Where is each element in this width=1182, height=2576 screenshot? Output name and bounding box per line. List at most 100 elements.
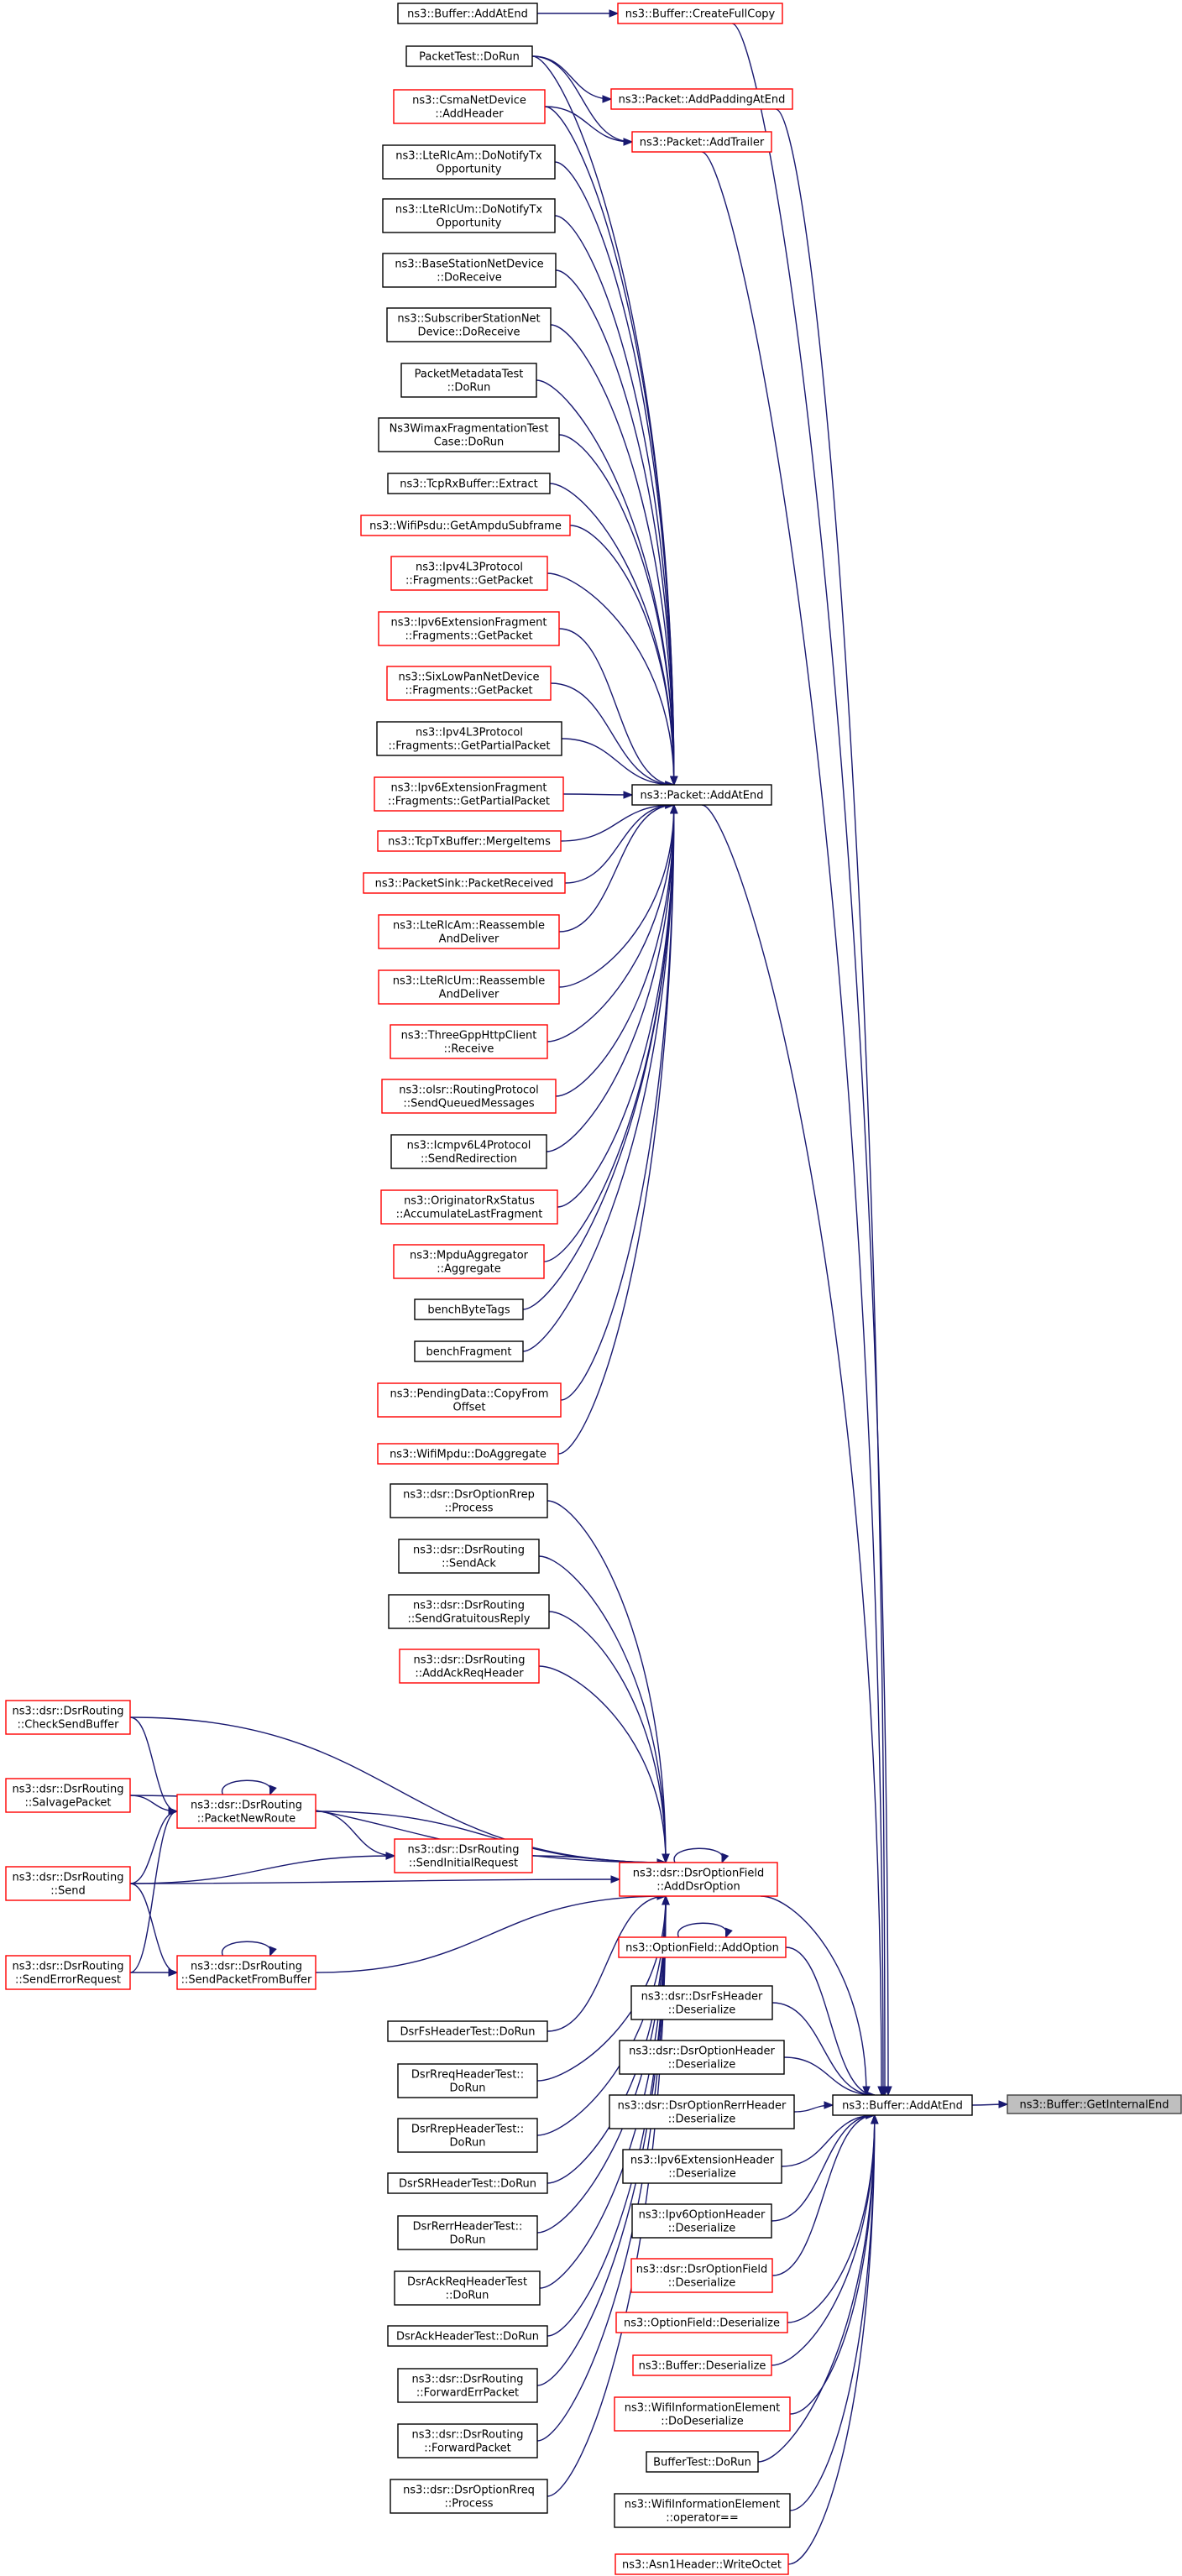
edge-lterlcum_reassemble-to-pkt_addatend <box>558 803 678 988</box>
node-ipv4l3-getpartial[interactable]: ns3::Ipv4L3Protocol::Fragments::GetParti… <box>376 721 562 756</box>
edge-arrowhead <box>725 1927 733 1939</box>
node-wifimpdu-doaggregate[interactable]: ns3::WifiMpdu::DoAggregate <box>377 1443 559 1465</box>
edge-line <box>557 804 675 1455</box>
node-dsrrouting-packetnewroute[interactable]: ns3::dsr::DsrRouting::PacketNewRoute <box>176 1794 316 1829</box>
node-buffer-deserialize[interactable]: ns3::Buffer::Deserialize <box>632 2354 772 2376</box>
node-optionfield-deserialize[interactable]: ns3::OptionField::Deserialize <box>615 2312 788 2333</box>
node-dsrrouting-sendack[interactable]: ns3::dsr::DsrRouting::SendAck <box>398 1539 540 1574</box>
node-l-buf-addatend[interactable]: ns3::Buffer::AddAtEnd <box>832 2094 973 2116</box>
node-threegpphttpclient-receive[interactable]: ns3::ThreeGppHttpClient::Receive <box>390 1024 548 1059</box>
node-ipv6extfrag-getpacket[interactable]: ns3::Ipv6ExtensionFragment::Fragments::G… <box>378 611 560 646</box>
node-label: ::Deserialize <box>668 2059 736 2072</box>
node-dsrrouting-send[interactable]: ns3::dsr::DsrRouting::Send <box>5 1866 131 1901</box>
edge-line <box>555 269 675 786</box>
node-buf-addatend[interactable]: ns3::Buffer::AddAtEnd <box>397 3 538 24</box>
edge-line <box>789 2114 876 2511</box>
node-packetmetadatatest[interactable]: PacketMetadataTest::DoRun <box>400 363 537 398</box>
edge-ssnetdevice_doreceive-to-pkt_addatend <box>550 324 678 786</box>
node-ipv6extensionheader-deserialize[interactable]: ns3::Ipv6ExtensionHeader::Deserialize <box>622 2149 782 2184</box>
node-buffertest-dorun[interactable]: BufferTest::DoRun <box>646 2451 759 2473</box>
node-originatorrx-accumulate[interactable]: ns3::OriginatorRxStatus::AccumulateLastF… <box>380 1189 558 1225</box>
node-dsrrerrheadertest[interactable]: DsrRerrHeaderTest::DoRun <box>397 2215 538 2250</box>
node-getinternalend[interactable]: ns3::Buffer::GetInternalEnd <box>1007 2094 1182 2114</box>
edge-wifiinfo_operatoreq-to-l_buf_addatend <box>789 2114 879 2511</box>
node-wifiinfo-operatoreq[interactable]: ns3::WifiInformationElement::operator== <box>614 2493 791 2528</box>
node-packetsink-received[interactable]: ns3::PacketSink::PacketReceived <box>363 872 566 894</box>
node-label: BufferTest::DoRun <box>653 2457 751 2469</box>
node-box <box>176 1794 316 1829</box>
node-dsrrouting-checksendbuffer[interactable]: ns3::dsr::DsrRouting::CheckSendBuffer <box>5 1700 131 1735</box>
node-dsrrouting-sendinitialrequest[interactable]: ns3::dsr::DsrRouting::SendInitialRequest <box>394 1838 533 1873</box>
edge-line <box>787 2114 876 2565</box>
node-dsrrouting-sendgratuitous[interactable]: ns3::dsr::DsrRouting::SendGratuitousRepl… <box>388 1594 550 1629</box>
node-bsnetdevice-doreceive[interactable]: ns3::BaseStationNetDevice::DoReceive <box>382 253 557 288</box>
node-packettest-dorun[interactable]: PacketTest::DoRun <box>405 45 533 67</box>
node-icmpv6l4-sendredirection[interactable]: ns3::Icmpv6L4Protocol::SendRedirection <box>390 1134 547 1169</box>
node-dsrsrheadertest[interactable]: DsrSRHeaderTest::DoRun <box>387 2172 548 2194</box>
node-dsrfsheadertest[interactable]: DsrFsHeaderTest::DoRun <box>387 2020 548 2042</box>
node-ipv6optionheader-deserialize[interactable]: ns3::Ipv6OptionHeader::Deserialize <box>631 2203 772 2239</box>
node-ssnetdevice-doreceive[interactable]: ns3::SubscriberStationNetDevice::DoRecei… <box>386 307 552 342</box>
edge-line <box>787 2114 876 2323</box>
node-pkt-addpadding[interactable]: ns3::Packet::AddPaddingAtEnd <box>610 88 793 110</box>
node-wifiinfo-dodeserialize[interactable]: ns3::WifiInformationElement::DoDeseriali… <box>614 2396 791 2432</box>
node-dsrrouting-senderrorrequest[interactable]: ns3::dsr::DsrRouting::SendErrorRequest <box>5 1955 131 1990</box>
node-dsr-adddsroption[interactable]: ns3::dsr::DsrOptionField::AddDsrOption <box>619 1862 778 1897</box>
node-dsrrreqheadertest[interactable]: DsrRreqHeaderTest::DoRun <box>397 2063 538 2098</box>
node-dsroptionheader-deserialize[interactable]: ns3::dsr::DsrOptionHeader::Deserialize <box>619 2040 785 2075</box>
node-dsrrrepheadertest[interactable]: DsrRrepHeaderTest::DoRun <box>397 2118 538 2153</box>
node-ipv4l3-getpacket[interactable]: ns3::Ipv4L3Protocol::Fragments::GetPacke… <box>390 556 548 591</box>
edge-line <box>536 1895 667 2386</box>
node-label: ::Deserialize <box>668 2004 736 2017</box>
node-dsrrouting-salvagepacket[interactable]: ns3::dsr::DsrRouting::SalvagePacket <box>5 1778 131 1813</box>
node-box <box>5 1955 131 1990</box>
node-box <box>614 2396 791 2432</box>
node-dsrrouting-addackreq[interactable]: ns3::dsr::DsrRouting::AddAckReqHeader <box>399 1649 540 1684</box>
node-benchbytetags[interactable]: benchByteTags <box>414 1298 524 1320</box>
node-label: ns3::Buffer::GetInternalEnd <box>1019 2099 1169 2112</box>
node-tcptxbuffer-mergeitems[interactable]: ns3::TcpTxBuffer::MergeItems <box>377 830 562 852</box>
node-sixlowpan-getpacket[interactable]: ns3::SixLowPanNetDevice::Fragments::GetP… <box>386 666 552 701</box>
node-box <box>377 1443 559 1465</box>
node-pkt-addatend[interactable]: ns3::Packet::AddAtEnd <box>631 784 772 806</box>
node-label: ns3::dsr::DsrOptionHeader <box>629 2046 775 2058</box>
edge-dsrrouting_checksendbuffer-to-dsrrouting_packetnewroute <box>129 1716 179 1816</box>
edge-arrowhead <box>662 1853 670 1864</box>
node-optionfield-addoption[interactable]: ns3::OptionField::AddOption <box>618 1936 787 1958</box>
node-dsrfsheader-deserialize[interactable]: ns3::dsr::DsrFsHeader::Deserialize <box>630 1985 773 2020</box>
node-dsrackreqheadertest[interactable]: DsrAckReqHeaderTest::DoRun <box>394 2270 541 2306</box>
node-createfullcopy[interactable]: ns3::Buffer::CreateFullCopy <box>617 3 783 24</box>
node-dsroptionrreq-process[interactable]: ns3::dsr::DsrOptionRreq::Process <box>390 2479 548 2514</box>
node-dsrrouting-forwarderr[interactable]: ns3::dsr::DsrRouting::ForwardErrPacket <box>397 2368 538 2403</box>
node-pkt-addtrailer[interactable]: ns3::Packet::AddTrailer <box>631 131 772 153</box>
node-mpduaggregator-aggregate[interactable]: ns3::MpduAggregator::Aggregate <box>393 1244 545 1279</box>
node-dsroptionfield-deserialize[interactable]: ns3::dsr::DsrOptionField::Deserialize <box>630 2258 773 2293</box>
node-dsrrouting-forwardpacket[interactable]: ns3::dsr::DsrRouting::ForwardPacket <box>397 2423 538 2458</box>
node-csma-addheader[interactable]: ns3::CsmaNetDevice::AddHeader <box>393 89 546 124</box>
node-wifipsdu-getampdu[interactable]: ns3::WifiPsdu::GetAmpduSubframe <box>360 515 571 536</box>
node-dsrackheadertest[interactable]: DsrAckHeaderTest::DoRun <box>387 2325 548 2347</box>
node-label: ::AddDsrOption <box>656 1881 740 1894</box>
node-label: ns3::dsr::DsrRouting <box>191 1800 302 1812</box>
node-dsrrouting-sendpacketfrombuffer[interactable]: ns3::dsr::DsrRouting::SendPacketFromBuff… <box>176 1955 316 1990</box>
node-tcprxbuffer-extract[interactable]: ns3::TcpRxBuffer::Extract <box>387 473 551 494</box>
node-asn1header-writeoctet[interactable]: ns3::Asn1Header::WriteOctet <box>615 2553 789 2575</box>
node-dsroptionrrep-process[interactable]: ns3::dsr::DsrOptionRrep::Process <box>390 1483 548 1518</box>
node-dsroptionrerrheader-deserialize[interactable]: ns3::dsr::DsrOptionRerrHeader::Deseriali… <box>609 2094 795 2129</box>
node-label: ::AddHeader <box>435 108 504 121</box>
node-ipv6extfrag-getpartial[interactable]: ns3::Ipv6ExtensionFragment::Fragments::G… <box>374 776 564 812</box>
node-label: ::Receive <box>444 1043 494 1056</box>
edge-line <box>757 2114 876 2463</box>
node-box <box>380 1189 558 1225</box>
node-box <box>646 2451 759 2473</box>
node-olsr-sendqueued[interactable]: ns3::olsr::RoutingProtocol::SendQueuedMe… <box>381 1079 557 1114</box>
node-box <box>378 969 560 1005</box>
node-benchfragment[interactable]: benchFragment <box>414 1340 524 1362</box>
edge-line <box>129 1811 178 1973</box>
